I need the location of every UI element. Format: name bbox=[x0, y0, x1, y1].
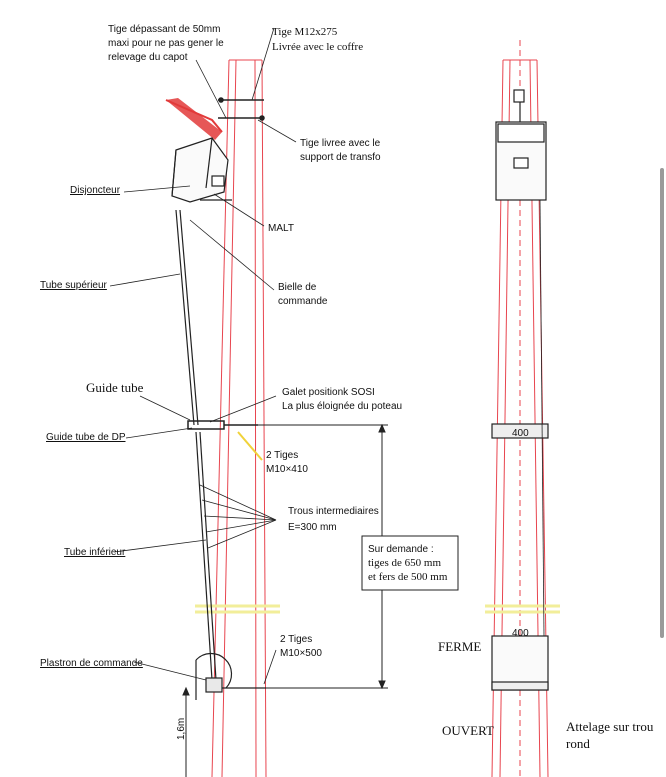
label-400-top: 400 bbox=[512, 428, 529, 439]
red-lid bbox=[165, 98, 223, 140]
svg-text:tiges de 650 mm: tiges de 650 mm bbox=[368, 557, 441, 569]
label-tige-m12: Tige M12x275 Livrée avec le coffre bbox=[272, 26, 363, 53]
label-plastron: Plastron de commande bbox=[40, 658, 143, 669]
svg-text:Tige dépassant de 50mm: Tige dépassant de 50mm bbox=[108, 24, 220, 35]
label-guide-tube-dp: Guide tube de DP bbox=[46, 432, 126, 443]
label-tube-superieur: Tube supérieur bbox=[40, 280, 108, 291]
guide-tube-bracket bbox=[187, 420, 388, 461]
label-sur-demande: Sur demande : tiges de 650 mm et fers de… bbox=[368, 544, 448, 583]
svg-text:Tige M12x275: Tige M12x275 bbox=[272, 26, 338, 38]
svg-text:support de transfo: support de transfo bbox=[300, 152, 381, 163]
label-ferme: FERME bbox=[438, 639, 481, 654]
svg-text:relevage du capot: relevage du capot bbox=[108, 52, 188, 63]
label-bielle: Bielle de commande bbox=[278, 282, 328, 307]
svg-text:rond: rond bbox=[566, 736, 590, 751]
svg-text:E=300 mm: E=300 mm bbox=[288, 522, 337, 533]
coffret-front bbox=[495, 89, 547, 201]
label-malt: MALT bbox=[268, 223, 294, 234]
label-trous: Trous intermediaires E=300 mm bbox=[288, 506, 379, 533]
label-disjoncteur: Disjoncteur bbox=[70, 185, 121, 196]
label-tiges-410: 2 Tiges M10×410 bbox=[266, 450, 308, 475]
svg-text:Tige livree avec le: Tige livree avec le bbox=[300, 138, 381, 149]
right-clamps bbox=[491, 199, 549, 691]
svg-text:2 Tiges: 2 Tiges bbox=[280, 634, 312, 645]
label-tige-depassant: Tige dépassant de 50mm maxi pour ne pas … bbox=[108, 24, 224, 63]
label-dim-vertical: 1,6m bbox=[176, 718, 187, 740]
svg-text:M10×410: M10×410 bbox=[266, 464, 308, 475]
svg-text:commande: commande bbox=[278, 296, 328, 307]
label-tube-inferieur: Tube inférieur bbox=[64, 547, 126, 558]
leader-lines bbox=[109, 27, 297, 685]
plastron bbox=[195, 652, 388, 700]
svg-text:Galet positionk SOSI: Galet positionk SOSI bbox=[282, 387, 375, 398]
svg-text:et fers de 500 mm: et fers de 500 mm bbox=[368, 571, 448, 583]
label-400-bottom: 400 bbox=[512, 628, 529, 639]
svg-text:Attelage sur trou: Attelage sur trou bbox=[566, 719, 654, 734]
svg-text:Livrée avec le coffre: Livrée avec le coffre bbox=[272, 41, 363, 53]
svg-text:M10×500: M10×500 bbox=[280, 648, 322, 659]
svg-text:maxi pour ne pas gener le: maxi pour ne pas gener le bbox=[108, 38, 224, 49]
trous-lines bbox=[199, 484, 277, 549]
svg-text:Trous intermediaires: Trous intermediaires bbox=[288, 506, 379, 517]
label-galet: Galet positionk SOSI La plus éloignée du… bbox=[282, 387, 402, 412]
svg-text:La plus éloignée du poteau: La plus éloignée du poteau bbox=[282, 401, 402, 412]
tubes bbox=[175, 199, 232, 681]
highlight-bands bbox=[195, 604, 560, 614]
disjoncteur-box bbox=[171, 137, 229, 203]
svg-text:Bielle de: Bielle de bbox=[278, 282, 317, 293]
label-ouvert: OUVERT bbox=[442, 723, 494, 738]
sur-demande-box bbox=[361, 535, 459, 591]
svg-text:2 Tiges: 2 Tiges bbox=[266, 450, 298, 461]
vertical-scrollbar[interactable] bbox=[660, 168, 664, 638]
top-bracket bbox=[218, 97, 265, 121]
label-guide-tube: Guide tube bbox=[86, 380, 144, 395]
dimension-left bbox=[182, 686, 190, 777]
label-attelage: Attelage sur trou rond bbox=[566, 719, 654, 751]
label-tige-livree: Tige livree avec le support de transfo bbox=[300, 138, 381, 163]
label-tiges-500: 2 Tiges M10×500 bbox=[280, 634, 322, 659]
svg-text:Sur demande :: Sur demande : bbox=[368, 544, 434, 555]
